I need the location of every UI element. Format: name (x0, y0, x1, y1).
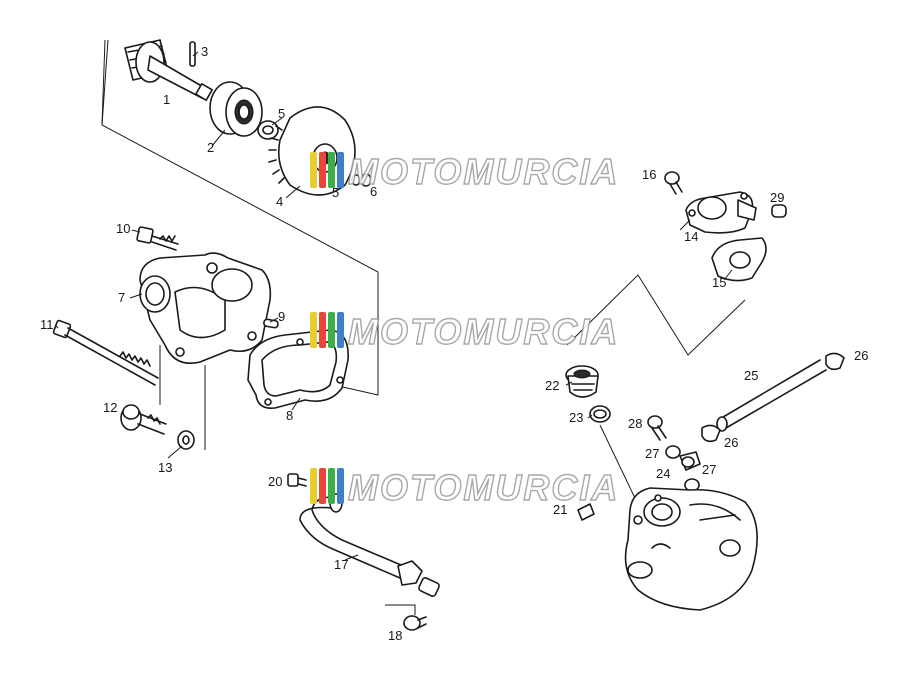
part-dowel (263, 318, 279, 329)
callout-21: 21 (553, 502, 567, 517)
part-cap-29 (771, 204, 787, 218)
part-banjo-fitting (679, 451, 701, 471)
callout-3: 3 (201, 44, 208, 59)
callout-26-upper: 26 (854, 348, 868, 363)
callout-8: 8 (286, 408, 293, 423)
watermark-text: MOTOMURCIA (348, 151, 619, 192)
watermark-stripe-blue (337, 468, 344, 504)
part-hose-clamp-upper (825, 352, 845, 371)
callout-15: 15 (712, 275, 726, 290)
callout-labels: 1 2 3 4 5 5 6 7 8 9 10 11 12 13 14 15 16… (40, 44, 868, 643)
part-thermostat (565, 365, 599, 398)
part-screw-16 (664, 171, 683, 195)
part-clip (351, 173, 372, 187)
part-hose (716, 359, 827, 432)
watermark-stripe-red (319, 468, 326, 504)
part-sensor-21 (577, 503, 595, 521)
callout-13: 13 (158, 460, 172, 475)
callout-17: 17 (334, 557, 348, 572)
callout-27-left: 27 (645, 446, 659, 461)
part-water-pipe (299, 493, 440, 597)
callout-24: 24 (656, 466, 670, 481)
watermark-text: MOTOMURCIA (348, 311, 619, 352)
watermark-stripe-yellow (310, 468, 317, 504)
part-washer-13 (177, 430, 195, 450)
part-bolt-short (136, 226, 179, 251)
part-thermostat-cover (685, 191, 757, 234)
callout-11: 11 (40, 317, 54, 332)
watermark-stripe-blue (337, 312, 344, 348)
part-washer-27a (665, 445, 681, 459)
part-housing-gasket (247, 329, 349, 410)
callout-29: 29 (770, 190, 784, 205)
part-hose-clamp-lower (701, 424, 721, 443)
callout-1: 1 (163, 92, 170, 107)
part-flange-bolt (120, 404, 167, 435)
watermark-stripe-blue (337, 152, 344, 188)
part-pump-housing (139, 252, 272, 364)
part-cover-gasket (711, 237, 767, 282)
callout-28: 28 (628, 416, 642, 431)
callout-26-lower: 26 (724, 435, 738, 450)
callout-16: 16 (642, 167, 656, 182)
callout-6: 6 (370, 184, 377, 199)
watermark-stripe-green (328, 468, 335, 504)
callout-5-upper: 5 (278, 106, 285, 121)
callout-25: 25 (744, 368, 758, 383)
part-impeller-shaft (124, 39, 213, 101)
callout-4: 4 (276, 194, 283, 209)
watermark-stripe-yellow (310, 312, 317, 348)
watermark-stripe-red (319, 152, 326, 188)
callout-12: 12 (103, 400, 117, 415)
watermark-top: MOTOMURCIA (310, 150, 619, 193)
part-bolt-20 (287, 473, 307, 487)
watermark-text: MOTOMURCIA (348, 467, 619, 508)
part-bleed-screw (647, 415, 667, 441)
leader-lines (54, 51, 733, 561)
watermark-stripe-green (328, 152, 335, 188)
part-bearing (209, 81, 263, 137)
callout-9: 9 (278, 309, 285, 324)
callout-18: 18 (388, 628, 402, 643)
callout-10: 10 (116, 221, 130, 236)
callout-5-lower: 5 (332, 185, 339, 200)
part-cylinder-head (624, 487, 758, 611)
callout-14: 14 (684, 229, 698, 244)
part-washer-upper (257, 120, 279, 140)
callout-22: 22 (545, 378, 559, 393)
watermark-stripe-yellow (310, 152, 317, 188)
callout-27-right: 27 (702, 462, 716, 477)
watermark-bottom: MOTOMURCIA (310, 466, 619, 509)
callout-7: 7 (118, 290, 125, 305)
watermark-stripe-red (319, 312, 326, 348)
part-pin (189, 41, 196, 67)
callout-20: 20 (268, 474, 282, 489)
callout-2: 2 (207, 140, 214, 155)
part-bolt-long (52, 319, 159, 386)
watermark-stripe-green (328, 312, 335, 348)
callout-23: 23 (569, 410, 583, 425)
watermark-middle: MOTOMURCIA (310, 310, 619, 353)
assembly-frame-left (101, 39, 379, 450)
part-screw-18 (385, 604, 427, 631)
part-o-ring (589, 405, 611, 423)
